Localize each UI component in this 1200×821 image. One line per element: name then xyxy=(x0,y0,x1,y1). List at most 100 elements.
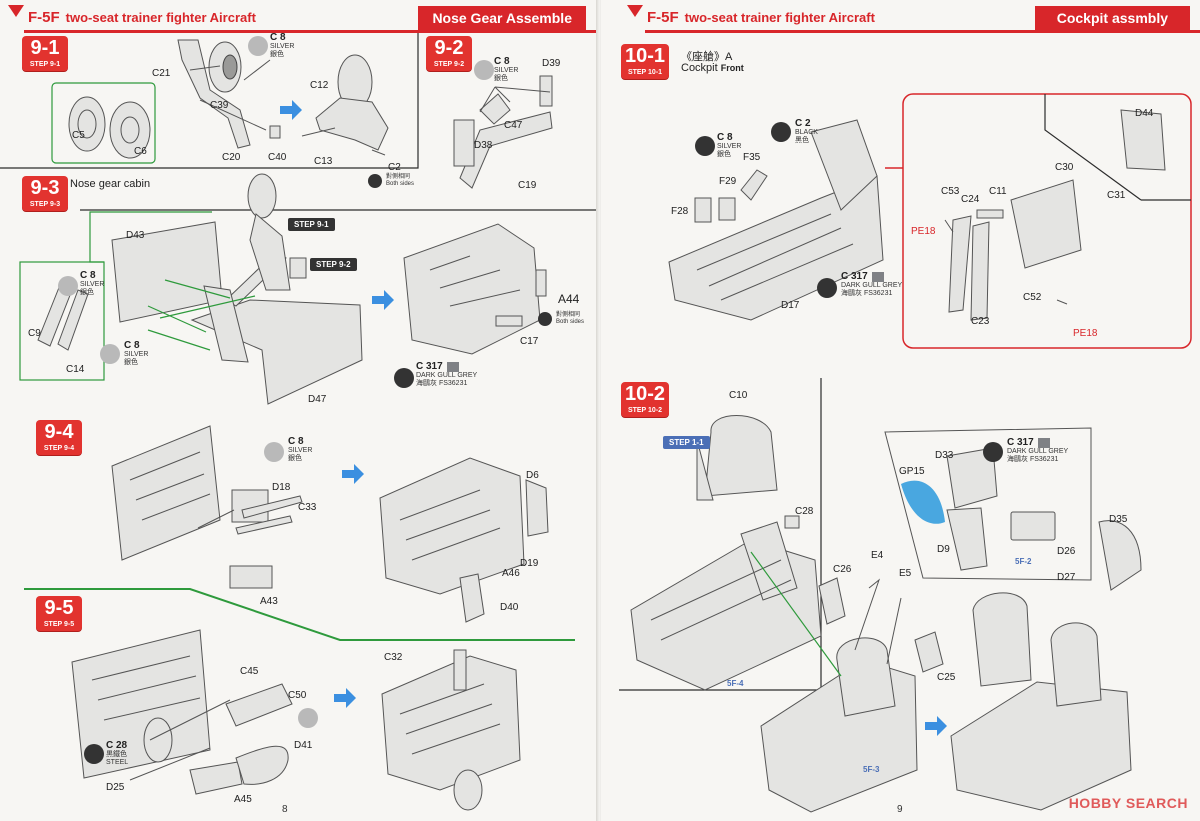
paint-silver-icon xyxy=(474,60,494,80)
part-label: F35 xyxy=(743,152,761,163)
divider-9-1 xyxy=(0,30,419,169)
part-label: GP15 xyxy=(899,466,925,477)
part-label: D25 xyxy=(106,782,125,793)
paint-silver-icon xyxy=(58,276,78,296)
part-label: C45 xyxy=(240,666,259,677)
right-page: F-5F two-seat trainer fighter Aircraft Co… xyxy=(601,0,1200,821)
paint-dark-gull-grey-icon xyxy=(394,368,414,388)
divider-9-5 xyxy=(24,588,575,641)
part-label: C12 xyxy=(310,80,329,91)
part-label: C30 xyxy=(1055,162,1074,173)
left-header: F-5F two-seat trainer fighter Aircraft No… xyxy=(24,6,598,33)
part-label: E4 xyxy=(871,550,884,561)
paint-dark-gull-grey-icon xyxy=(983,442,1003,462)
brand-name: F-5F xyxy=(647,9,679,26)
brand-subtitle: two-seat trainer fighter Aircraft xyxy=(65,10,256,25)
part-label: D44 xyxy=(1135,108,1154,119)
part-label: C40 xyxy=(268,152,287,163)
part-label: C6 xyxy=(134,146,147,157)
part-label: C21 xyxy=(152,68,171,79)
right-header: F-5F two-seat trainer fighter Aircraft Co… xyxy=(645,6,1200,33)
cockpit-caption: Cockpit Front xyxy=(681,62,744,74)
left-page-artwork xyxy=(0,30,596,811)
step-ref-9-1: STEP 9-1 xyxy=(288,218,335,231)
part-label: C19 xyxy=(518,180,537,191)
decal-label: 5F-2 xyxy=(1015,557,1032,566)
part-label: D26 xyxy=(1057,546,1076,557)
decal-label: 5F-3 xyxy=(863,765,880,774)
part-label: D27 xyxy=(1057,572,1076,583)
part-label: D38 xyxy=(474,140,493,151)
part-label: E5 xyxy=(899,568,912,579)
part-label: D35 xyxy=(1109,514,1128,525)
page-number: 9 xyxy=(897,804,903,815)
page-gutter xyxy=(596,0,604,821)
part-label: C2 xyxy=(388,162,401,173)
part-label: C20 xyxy=(222,152,241,163)
part-label: F28 xyxy=(671,206,689,217)
part-label: C33 xyxy=(298,502,317,513)
part-label: C32 xyxy=(384,652,403,663)
cockpit-caption-zh: 《座艙》A xyxy=(681,51,733,63)
left-page: F-5F two-seat trainer fighter Aircraft No… xyxy=(0,0,598,821)
part-label: C26 xyxy=(833,564,852,575)
part-label: D43 xyxy=(126,230,145,241)
part-label: A45 xyxy=(234,794,252,805)
part-label: C13 xyxy=(314,156,333,167)
brand-logo-icon xyxy=(8,5,24,17)
section-title: Nose Gear Assemble xyxy=(418,6,586,30)
part-label: D17 xyxy=(781,300,800,311)
part-label: C17 xyxy=(520,336,539,347)
part-label: C11 xyxy=(989,186,1007,197)
part-label: D47 xyxy=(308,394,327,405)
paint-silver-icon xyxy=(695,136,715,156)
section-title: Cockpit assmbly xyxy=(1034,6,1190,30)
part-label: D18 xyxy=(272,482,291,493)
part-label: C52 xyxy=(1023,292,1042,303)
hobby-search-watermark: HOBBY SEARCH xyxy=(1068,795,1188,811)
part-label: D41 xyxy=(294,740,313,751)
part-label: C39 xyxy=(210,100,229,111)
part-label: C5 xyxy=(72,130,85,141)
part-label: C10 xyxy=(729,390,748,401)
part-label: D19 xyxy=(520,558,539,569)
nose-gear-cabin-caption: Nose gear cabin xyxy=(70,178,151,190)
page-number: 8 xyxy=(282,804,288,815)
both-sides-icon xyxy=(538,312,552,326)
part-label: C14 xyxy=(66,364,85,375)
part-label: D39 xyxy=(542,58,561,69)
both-sides-icon xyxy=(368,174,382,188)
paint-black-icon xyxy=(771,122,791,142)
part-label: D33 xyxy=(935,450,954,461)
part-label: C53 xyxy=(941,186,960,197)
brand-name: F-5F xyxy=(28,9,60,26)
part-label: C28 xyxy=(795,506,814,517)
part-label: C50 xyxy=(288,690,307,701)
part-label: C47 xyxy=(504,120,523,131)
brand-logo-icon xyxy=(627,5,643,17)
part-label: PE18 xyxy=(1073,328,1098,339)
part-label: A44 xyxy=(558,292,580,306)
part-label: D9 xyxy=(937,544,950,555)
part-label: C23 xyxy=(971,316,990,327)
part-label: C31 xyxy=(1107,190,1126,201)
brand-subtitle: two-seat trainer fighter Aircraft xyxy=(684,10,875,25)
